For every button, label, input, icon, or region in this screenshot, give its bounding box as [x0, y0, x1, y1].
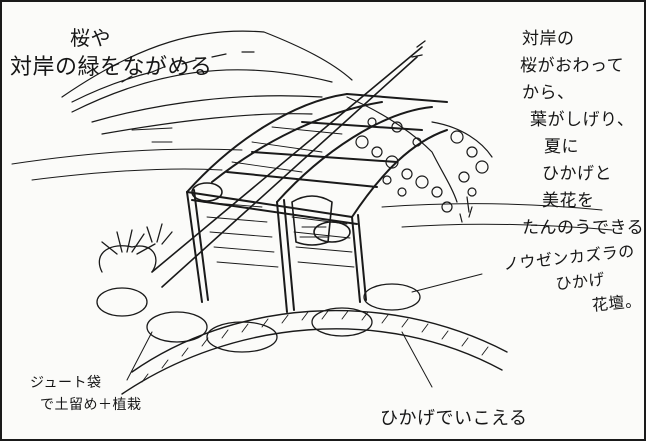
note-line: 対岸の緑をながめる	[10, 55, 213, 80]
note-line: 桜がおわって	[520, 56, 625, 76]
note-seasonal-shade: 対岸の 桜がおわって から、 葉がしげり、 夏に ひかげと 美花を たんのうでき…	[520, 26, 645, 242]
pergola-hatching	[201, 126, 355, 268]
note-line: たんのうできる	[522, 218, 645, 238]
note-line: ジュート袋	[30, 375, 102, 391]
benches	[191, 182, 351, 246]
river-lines	[11, 127, 613, 231]
note-line: 花壇。	[591, 290, 643, 315]
note-line: 対岸の	[522, 29, 575, 49]
note-line: ひかげと	[542, 164, 612, 184]
note-line: 美花を	[542, 191, 595, 211]
curved-paving	[121, 309, 508, 395]
note-line: 桜や	[70, 26, 111, 50]
note-view-far-shore: 桜や 対岸の緑をながめる	[10, 22, 213, 81]
pergola-frame	[151, 40, 448, 313]
note-jute-bag-retaining: ジュート袋 で土留め＋植栽	[30, 372, 142, 416]
note-line: で土留め＋植栽	[40, 397, 142, 413]
note-trumpet-vine-bed: ノウゼンカズラの ひかげ 花壇。	[502, 238, 643, 327]
note-line: ひかげでいこえる	[380, 408, 528, 429]
wisteria-vines	[346, 96, 493, 223]
note-line: から、	[522, 83, 575, 103]
far-shore-hills	[61, 30, 353, 135]
note-line: 夏に	[544, 137, 579, 157]
planting-bed	[96, 223, 421, 353]
note-shade-rest: ひかげでいこえる	[380, 404, 527, 430]
leader-lines	[126, 273, 483, 388]
note-line: 葉がしげり、	[530, 110, 635, 130]
